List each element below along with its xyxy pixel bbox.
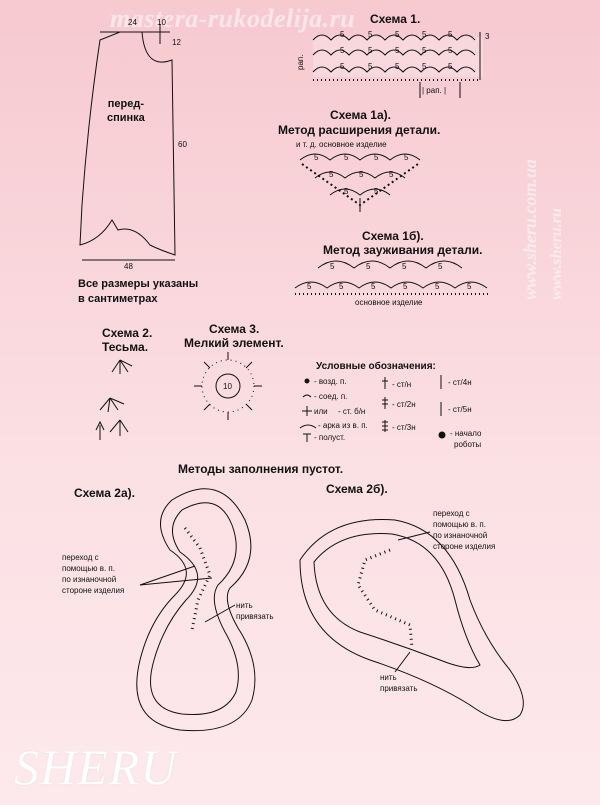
scheme2-subtitle: Тесьма.: [102, 340, 149, 354]
scheme1a-note: и т. д. основное изделие: [296, 140, 387, 149]
legend-item: - арка из в. п.: [318, 421, 368, 430]
scheme1b-graphic: [294, 260, 490, 295]
legend-item: - ст/3н: [392, 423, 416, 432]
stitch-count-label: 5: [307, 282, 312, 291]
scheme1-title: Схема 1.: [370, 12, 421, 26]
garment-outline: [79, 31, 176, 256]
legend-item: - ст/2н: [392, 400, 416, 409]
scheme1a-subtitle: Метод расширения детали.: [278, 123, 441, 137]
stitch-count-label: 5: [448, 46, 453, 55]
watermark-top: mastera-rukodelija.ru: [110, 4, 356, 33]
legend-item: - ст/5н: [448, 405, 472, 414]
stitch-count-label: 5: [340, 46, 345, 55]
stitch-count-label: 5: [389, 170, 394, 179]
pattern-label: перед- спинка: [107, 98, 145, 124]
stitch-count-label: 5: [422, 30, 427, 39]
stitch-count-label: 5: [435, 282, 440, 291]
tie-note-right: нить привязать: [380, 673, 418, 693]
stitch-count-label: 5: [403, 282, 408, 291]
scheme1b-subtitle: Метод зауживания детали.: [323, 243, 483, 257]
stitch-count-label: 5: [344, 187, 349, 196]
dim-60: 60: [178, 140, 187, 149]
stitch-count-label: 5: [339, 282, 344, 291]
stitch-count-label: 5: [422, 46, 427, 55]
scheme2b-graphic: [299, 519, 524, 722]
size-note: Все размеры указаны в сантиметрах: [78, 278, 199, 305]
stitch-count-label: 5: [344, 153, 349, 162]
stitch-count-label: 5: [368, 62, 373, 71]
stitch-count-label: 5: [395, 62, 400, 71]
legend-item: роботы: [454, 440, 482, 449]
legend-item: - возд. п.: [314, 377, 347, 386]
stitch-count-label: 5: [368, 30, 373, 39]
scheme3-title: Схема 3.: [209, 322, 260, 336]
scheme1-rap-h: | рап. |: [422, 86, 447, 95]
scheme3-graphic: [194, 352, 262, 420]
stitch-count-label: 5: [314, 153, 319, 162]
transition-note-left: переход с помощью в. п. по изнаночной ст…: [62, 553, 125, 595]
sheru-logo: SHERU: [14, 739, 178, 795]
stitch-count-label: 5: [340, 62, 345, 71]
stitch-count-label: 5: [395, 30, 400, 39]
stitch-count-label: 5: [448, 30, 453, 39]
legend-item: - соед. п.: [314, 392, 348, 401]
scheme1-rap-v: рап.: [296, 54, 305, 70]
stitch-count-label: 5: [371, 282, 376, 291]
stitch-count-label: 5: [422, 62, 427, 71]
dim-12: 12: [172, 38, 181, 47]
dim-48: 48: [124, 262, 133, 271]
scheme2a-graphic: [136, 488, 256, 732]
stitch-count-label: 5: [448, 62, 453, 71]
stitch-count-label: 5: [359, 170, 364, 179]
stitch-count-label: 5: [374, 153, 379, 162]
stitch-count-label: 5: [374, 187, 379, 196]
stitch-count-label: 5: [366, 262, 371, 271]
legend-title: Условные обозначения:: [316, 361, 436, 372]
dim-lines: [100, 24, 170, 44]
legend-item: или: [314, 407, 328, 416]
scheme1a-graphic: [299, 153, 421, 212]
scheme1-num3: 3: [485, 32, 490, 41]
scheme1-graphic: [312, 32, 483, 98]
dim-10: 10: [157, 18, 166, 27]
scheme1b-title: Схема 1б).: [362, 229, 424, 243]
legend-symbols: [299, 375, 446, 442]
scheme2-title: Схема 2.: [102, 326, 153, 340]
scheme1b-note: основное изделие: [355, 298, 423, 307]
legend-item: - ст/н: [392, 380, 412, 389]
scheme2a-title: Схема 2а).: [74, 486, 135, 500]
stitch-count-label: 5: [368, 46, 373, 55]
stitch-count-label: 5: [438, 262, 443, 271]
fill-methods-title: Методы заполнения пустот.: [178, 462, 344, 476]
dim-24: 24: [128, 18, 137, 27]
scheme1a-title: Схема 1а).: [330, 108, 391, 122]
tie-note-left: нить привязать: [236, 601, 274, 621]
stitch-count-label: 5: [404, 153, 409, 162]
scheme2b-title: Схема 2б).: [326, 482, 388, 496]
stitch-count-label: 5: [340, 30, 345, 39]
stitch-count-label: 5: [467, 282, 472, 291]
stitch-count-label: 5: [402, 262, 407, 271]
transition-note-right: переход с помощью в. п. по изнаночной ст…: [433, 509, 496, 551]
legend-item: - ст. б/н: [338, 407, 366, 416]
scheme2-graphic: [95, 359, 133, 440]
stitch-count-label: 5: [329, 170, 334, 179]
scheme3-center: 10: [223, 382, 232, 391]
legend-item: - полуст.: [314, 433, 346, 442]
legend-item: - ст/4н: [448, 378, 472, 387]
legend-item: - начало: [450, 429, 482, 438]
scheme3-subtitle: Мелкий элемент.: [184, 336, 284, 350]
stitch-count-label: 5: [330, 262, 335, 271]
stitch-count-label: 5: [395, 46, 400, 55]
